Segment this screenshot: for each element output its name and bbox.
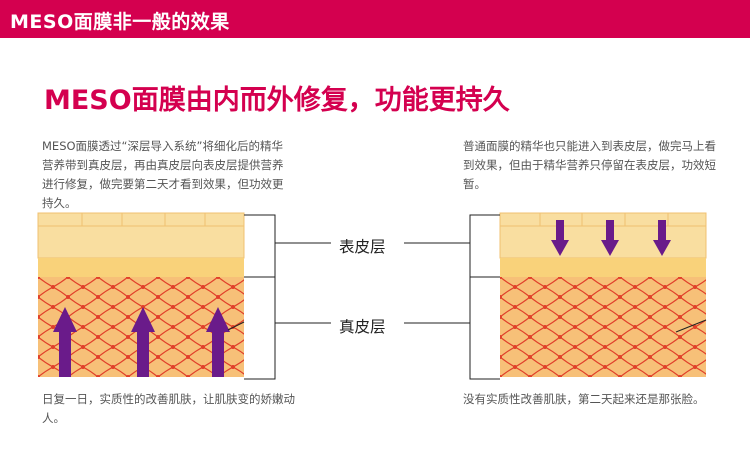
right-bracket	[404, 214, 500, 380]
left-up-arrows	[53, 307, 230, 377]
headline: MESO面膜由内而外修复，功能更持久	[44, 85, 510, 116]
right-down-arrows	[551, 220, 671, 256]
right-skin-block	[499, 212, 707, 377]
left-bracket	[244, 214, 331, 380]
left-skin-block	[37, 212, 245, 377]
surface-layer-label: 表皮层	[339, 238, 386, 256]
left-caption: 日复一日，实质性的改善肌肤，让肌肤变的娇嫩动人。	[42, 392, 295, 425]
right-caption: 没有实质性改善肌肤，第二天起来还是那张脸。	[463, 392, 705, 406]
header-title: MESO面膜非一般的效果	[10, 11, 230, 33]
dermis-layer-label: 真皮层	[339, 318, 386, 336]
right-description: 普通面膜的精华也只能进入到表皮层，做完马上看到效果，但由于精华营养只停留在表皮层…	[463, 139, 716, 191]
left-description: MESO面膜透过“深层导入系统”将细化后的精华营养带到真皮层，再由真皮层向表皮层…	[42, 139, 284, 210]
header-bar: MESO面膜非一般的效果	[0, 0, 750, 38]
